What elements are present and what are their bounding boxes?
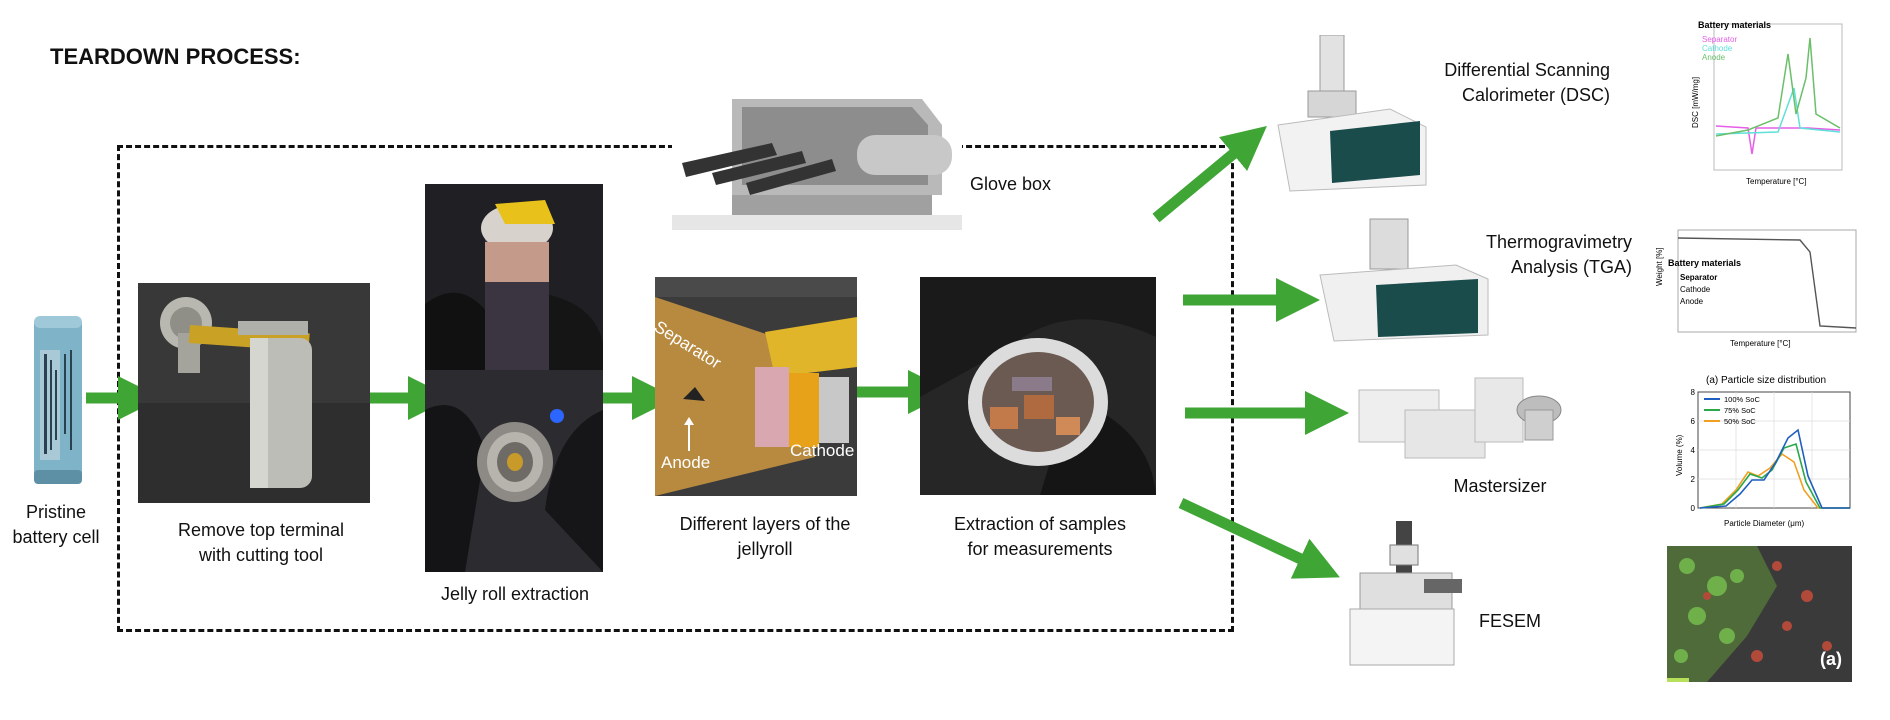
label-remove-terminal: Remove top terminal with cutting tool	[177, 520, 345, 565]
sem-micrograph: (a)	[1667, 546, 1852, 682]
label-tga: Thermogravimetry Analysis (TGA)	[1485, 232, 1632, 277]
fesem-instrument-image	[1349, 521, 1462, 666]
tga-instrument-image	[1319, 218, 1489, 342]
tga-chart: Weight [%] Temperature [°C] Battery mate…	[1650, 222, 1862, 352]
dsc-chart: Battery materials Separator Cathode Anod…	[1688, 18, 1846, 186]
dsc-legend-cathode: Cathode	[1702, 44, 1733, 53]
dsc-series-separator	[1715, 125, 1841, 155]
label-fesem: FESEM	[1478, 611, 1541, 631]
tga-legend-title: Battery materials	[1668, 258, 1741, 268]
battery-cell-image	[34, 316, 82, 484]
label-dsc: Differential Scanning Calorimeter (DSC)	[1444, 60, 1610, 105]
jellyroll-top-photo	[425, 184, 603, 370]
sem-panel-label: (a)	[1820, 649, 1842, 669]
tga-ylabel: Weight [%]	[1655, 247, 1664, 286]
psd-chart: (a) Particle size distribution 0 2 4 6 8…	[1672, 372, 1862, 532]
glove-box-photo	[672, 85, 962, 230]
tga-curve	[1677, 237, 1857, 329]
label-extraction: Extraction of samples for measurements	[953, 514, 1127, 559]
dsc-series-cathode	[1715, 87, 1841, 135]
dsc-legend-title: Battery materials	[1698, 20, 1771, 30]
dsc-series-anode	[1715, 37, 1841, 137]
psd-ytick: 6	[1691, 417, 1696, 426]
psd-ytick: 0	[1691, 504, 1696, 513]
mastersizer-instrument-image	[1358, 377, 1562, 459]
dsc-legend-separator: Separator	[1702, 35, 1737, 44]
psd-xlabel: Particle Diameter (μm)	[1724, 519, 1805, 528]
psd-series-100	[1699, 428, 1850, 509]
dsc-xlabel: Temperature [°C]	[1746, 177, 1807, 186]
label-glove-box: Glove box	[970, 174, 1052, 194]
psd-series-50	[1699, 452, 1850, 509]
jellyroll-layers-photo: Separator Anode Cathode	[655, 277, 857, 496]
psd-legend-100: 100% SoC	[1724, 395, 1760, 404]
psd-title: (a) Particle size distribution	[1706, 375, 1826, 386]
tga-legend-separator: Separator	[1680, 273, 1717, 282]
psd-series-75	[1699, 442, 1850, 509]
page-title: TEARDOWN PROCESS:	[50, 44, 301, 69]
tga-legend-anode: Anode	[1680, 297, 1704, 306]
label-pristine-cell: Pristine battery cell	[12, 502, 100, 547]
dsc-ylabel: DSC [mW/mg]	[1691, 77, 1700, 128]
tga-xlabel: Temperature [°C]	[1730, 339, 1791, 348]
anode-layer-label: Anode	[661, 453, 711, 472]
psd-legend-50: 50% SoC	[1724, 417, 1756, 426]
arrow-to-dsc	[1152, 125, 1267, 223]
anode-pointer	[684, 417, 694, 451]
sample-extraction-photo	[920, 277, 1156, 495]
cathode-layer-label: Cathode	[790, 441, 855, 460]
psd-ytick: 8	[1691, 388, 1696, 397]
label-jelly-roll: Jelly roll extraction	[440, 584, 590, 604]
cutting-tool-photo	[138, 283, 370, 503]
psd-ytick: 4	[1691, 446, 1696, 455]
tga-legend-cathode: Cathode	[1680, 285, 1711, 294]
psd-ytick: 2	[1691, 475, 1696, 484]
jellyroll-side-photo	[425, 370, 603, 572]
label-mastersizer: Mastersizer	[1453, 476, 1547, 496]
dsc-legend-anode: Anode	[1702, 53, 1726, 62]
dsc-instrument-image	[1277, 35, 1427, 192]
arrow-to-fesem	[1178, 498, 1340, 579]
label-layers: Different layers of the jellyroll	[679, 514, 851, 559]
psd-ylabel: Volume (%)	[1675, 434, 1684, 476]
psd-legend-75: 75% SoC	[1724, 406, 1756, 415]
